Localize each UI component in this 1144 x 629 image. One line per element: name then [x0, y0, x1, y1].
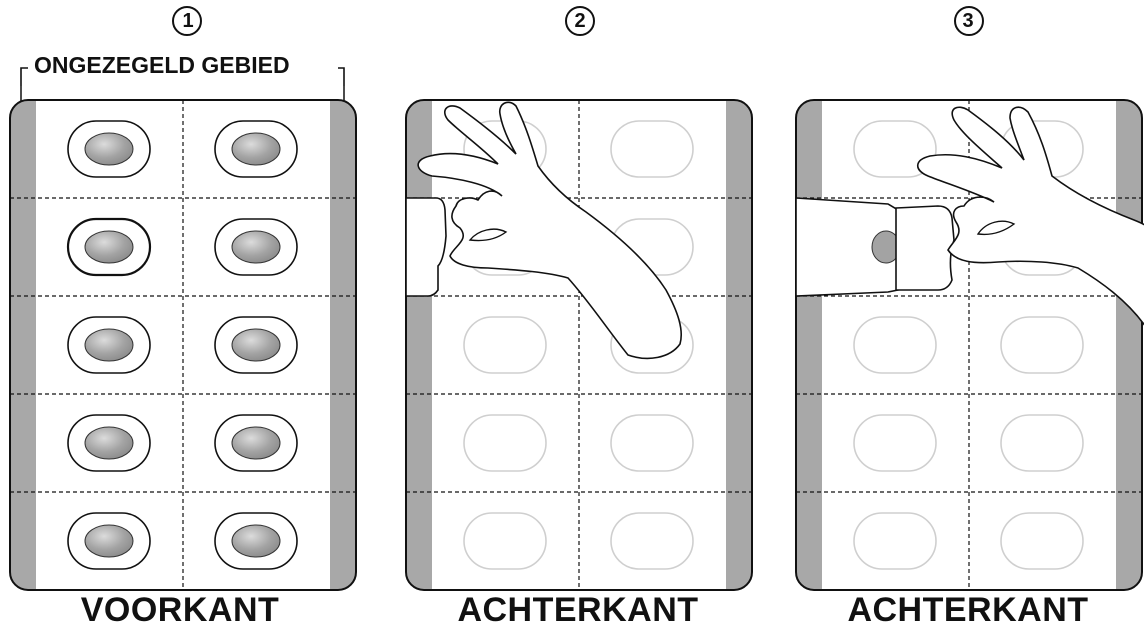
perforation-lines — [10, 100, 356, 590]
unsealed-strip-right — [726, 100, 752, 590]
blister-front-drawing — [9, 6, 357, 591]
panel-caption: ACHTERKANT — [847, 591, 1089, 629]
step-number-circle — [954, 6, 984, 36]
step-number-circle — [172, 6, 202, 36]
panel-back-peel: 2 ACHTERKANT — [398, 0, 758, 628]
step-number-circle — [565, 6, 595, 36]
hand-inner-fold — [468, 228, 508, 242]
unsealed-area-label: ONGEZEGELD GEBIED — [34, 52, 290, 78]
panel-caption: ACHTERKANT — [457, 591, 699, 629]
unsealed-area-bracket — [20, 67, 345, 86]
panel-back-push: 3 ACHTERKANT — [788, 0, 1144, 628]
tablet-pockets — [66, 120, 298, 570]
step-number: 1 — [182, 10, 194, 32]
blister-back-push-drawing — [795, 6, 1144, 591]
held-blister-piece — [895, 205, 955, 291]
separated-blister-piece — [405, 197, 447, 297]
hand-icon — [417, 101, 682, 360]
hand-inner-fold — [976, 220, 1016, 236]
panel-caption: VOORKANT — [80, 591, 280, 629]
step-number: 2 — [574, 10, 586, 32]
hand-icon — [916, 106, 1144, 326]
unsealed-strip-left — [406, 100, 432, 590]
unsealed-strip-left — [796, 100, 822, 590]
panel-front: 1 ONGEZEGELD GEBIED VOORKANT — [8, 0, 368, 628]
blister-back-peel-drawing — [405, 6, 753, 591]
step-number: 3 — [962, 10, 974, 32]
unsealed-strip-left — [10, 100, 36, 590]
unsealed-strip-right — [1116, 100, 1142, 590]
unsealed-strip-right — [330, 100, 356, 590]
